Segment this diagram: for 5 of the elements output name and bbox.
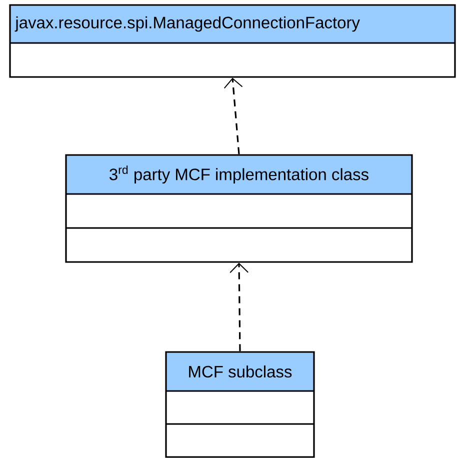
dependency-arrow	[230, 262, 249, 352]
class-box: 3$^{rd}$ party MCF implementation class	[65, 154, 413, 263]
class-box: MCF subclass	[165, 351, 315, 458]
dependency-arrow	[224, 78, 243, 154]
class-box: javax.resource.spi.ManagedConnectionFactory	[9, 4, 456, 78]
